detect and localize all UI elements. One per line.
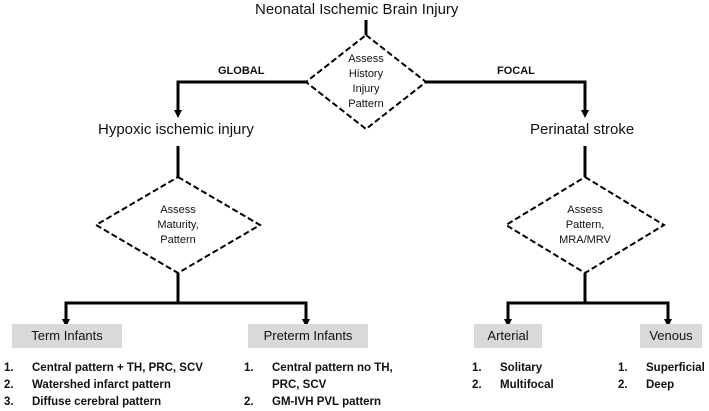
left-decision-text: Assess Maturity, Pattern [157, 204, 199, 246]
top-decision-text: Assess History Injury Pattern [348, 53, 384, 110]
arterial-list: 1.Solitary 2.Multifocal [472, 360, 554, 394]
list-item: 3.Diffuse cerebral pattern [4, 396, 162, 408]
list-item: 1.Central pattern no TH, [244, 362, 393, 374]
branch-label-global: GLOBAL [218, 65, 265, 77]
category-term-infants: Term Infants [12, 324, 122, 348]
category-preterm-infants: Preterm Infants [248, 324, 368, 348]
list-item: PRC, SCV [272, 379, 327, 391]
connector-right-split [506, 301, 672, 327]
list-item: 2.GM-IVH PVL pattern [244, 396, 382, 408]
branch-label-focal: FOCAL [497, 65, 535, 77]
diagram-title: Neonatal Ischemic Brain Injury [255, 1, 459, 18]
term-infants-list: 1.Central pattern + TH, PRC, SCV 2.Water… [4, 360, 203, 411]
top-decision-diamond [304, 33, 428, 131]
preterm-infants-list: 1.Central pattern no TH, PRC, SCV 2.GM-I… [244, 360, 393, 411]
list-item: 2.Deep [618, 379, 675, 391]
connector-global [174, 80, 306, 118]
list-item: 1.Central pattern + TH, PRC, SCV [4, 362, 203, 374]
connector-focal [426, 80, 589, 118]
connector-left-split [64, 301, 310, 327]
node-perinatal-stroke: Perinatal stroke [530, 121, 635, 138]
category-arterial: Arterial [474, 324, 542, 348]
node-hypoxic-ischemic-injury: Hypoxic ischemic injury [98, 121, 254, 138]
list-item: 1.Solitary [472, 362, 543, 374]
venous-list: 1.Superficial 2.Deep [618, 360, 705, 394]
category-venous: Venous [640, 324, 702, 348]
list-item: 1.Superficial [618, 362, 705, 374]
right-decision-diamond [504, 175, 666, 275]
left-decision-diamond [94, 175, 262, 275]
list-item: 2.Multifocal [472, 379, 554, 391]
list-item: 2.Watershed infarct pattern [4, 379, 171, 391]
right-decision-text: Assess Pattern, MRA/MRV [559, 204, 611, 246]
